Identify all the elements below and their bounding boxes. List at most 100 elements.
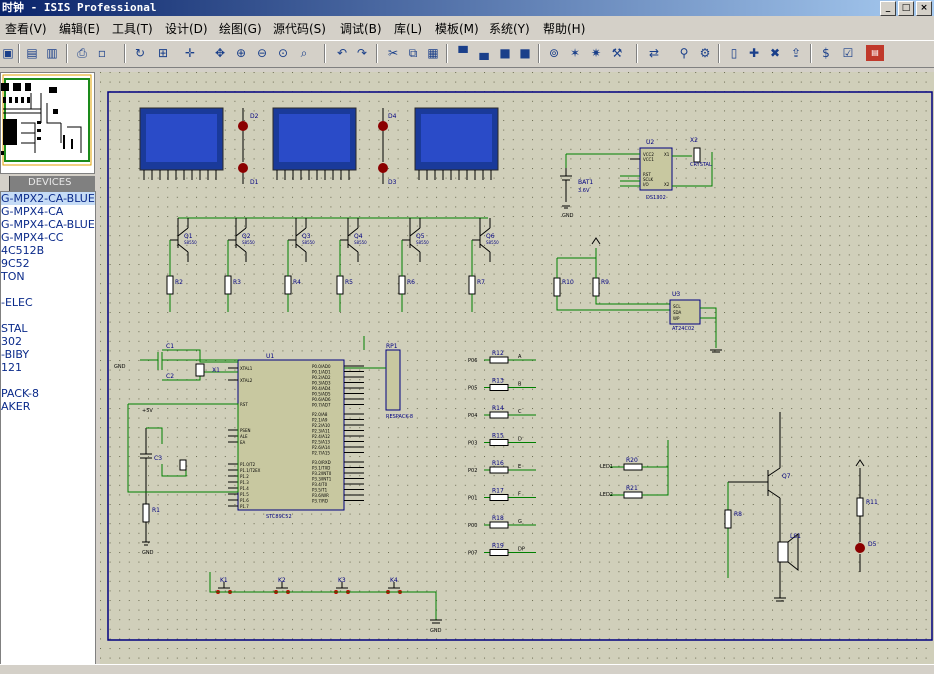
list-item[interactable]: 302 xyxy=(1,335,22,348)
led-d2[interactable]: D2 D1 xyxy=(238,108,259,186)
new-sheet-icon[interactable]: ▯ xyxy=(730,46,738,60)
led-d5[interactable]: R11 D5 xyxy=(855,459,878,572)
r20-resistor[interactable]: R20 LED1 xyxy=(600,440,669,471)
property-tool-icon[interactable]: ⚙ xyxy=(699,46,711,60)
remove-sheet-icon[interactable]: ✖ xyxy=(769,46,781,60)
resistor-r3[interactable]: R3 xyxy=(224,240,241,312)
origin-icon[interactable]: ✛ xyxy=(184,46,196,60)
u1-mcu[interactable]: U1 STC89C52 XTAL1XTAL2RSTPSENALEEAP1.0/T… xyxy=(228,353,364,520)
r21-resistor[interactable]: R21 LED2 xyxy=(600,467,669,499)
menu-template[interactable]: 模板(M) xyxy=(435,22,479,36)
block-copy-icon[interactable]: ▀ xyxy=(458,46,468,60)
erc-icon[interactable]: ☑ xyxy=(842,46,854,60)
u2-ds1302[interactable]: U2 DS1302 VCC2 VCC1 RST SCLK I/O X1 X2 xyxy=(565,139,713,201)
export-icon[interactable]: ▥ xyxy=(46,46,58,60)
add-sheet-icon[interactable]: ✚ xyxy=(748,46,760,60)
led-d4[interactable]: D4 D3 xyxy=(378,108,397,186)
list-item[interactable]: AKER xyxy=(1,400,31,413)
resistor-r2[interactable]: R2 xyxy=(166,240,183,312)
bom-icon[interactable]: $ xyxy=(822,46,830,60)
package-icon[interactable]: ✷ xyxy=(590,46,602,60)
menu-edit[interactable]: 编辑(E) xyxy=(59,22,100,36)
zoom-in-icon[interactable]: ⊕ xyxy=(235,46,247,60)
lcd-display-2[interactable] xyxy=(272,107,357,180)
list-item[interactable]: STAL xyxy=(1,322,28,335)
menu-design[interactable]: 设计(D) xyxy=(165,22,208,36)
undo-icon[interactable]: ↶ xyxy=(336,46,348,60)
list-item[interactable] xyxy=(1,283,95,296)
decompose-icon[interactable]: ⚒ xyxy=(611,46,623,60)
devices-list[interactable]: G-MPX2-CA-BLUE G-MPX4-CA G-MPX4-CA-BLUE … xyxy=(0,191,96,666)
resistor-r4[interactable]: R4 xyxy=(284,240,301,312)
lcd-display-1[interactable] xyxy=(139,107,224,180)
reset-circuit[interactable]: C3 R1 GND +5V xyxy=(127,403,239,556)
lcd-display-3[interactable] xyxy=(414,107,499,180)
pan-icon[interactable]: ✥ xyxy=(214,46,226,60)
rp1-respack[interactable]: RP1 RESPACK-8 xyxy=(385,343,413,420)
copy-icon[interactable]: ⧉ xyxy=(408,46,418,60)
list-item[interactable]: 9C52 xyxy=(1,257,30,270)
refresh-icon[interactable]: ↻ xyxy=(134,46,146,60)
list-item[interactable]: -ELEC xyxy=(1,296,33,309)
block-delete-icon[interactable]: ■ xyxy=(519,46,531,60)
ls1-speaker[interactable]: LS1 xyxy=(774,532,801,602)
crystal-caps-circuit[interactable]: C1 C2 X1 GND xyxy=(114,343,238,381)
ares-icon[interactable]: ▤ xyxy=(866,45,884,61)
list-item[interactable] xyxy=(1,309,95,322)
maximize-button[interactable]: □ xyxy=(898,1,914,16)
import-icon[interactable]: ▤ xyxy=(26,46,38,60)
zoom-all-icon[interactable]: ⊙ xyxy=(277,46,289,60)
zoom-area-icon[interactable]: ⌕ xyxy=(300,46,308,60)
make-device-icon[interactable]: ✶ xyxy=(569,46,581,60)
battery-bat1[interactable]: BAT1 3.6V GND xyxy=(560,168,593,219)
zoom-out-icon[interactable]: ⊖ xyxy=(256,46,268,60)
list-item[interactable]: 121 xyxy=(1,361,22,374)
list-item[interactable]: G-MPX4-CA-BLUE xyxy=(1,218,95,231)
list-item[interactable] xyxy=(1,374,95,387)
u3-at24c02[interactable]: U3 AT24C02 SCL SDA WP xyxy=(669,291,722,353)
block-move-icon[interactable]: ▄ xyxy=(479,46,489,60)
list-item[interactable]: 4C512B xyxy=(1,244,45,257)
goto-sheet-icon[interactable]: ⇪ xyxy=(790,46,802,60)
resistor-r5[interactable]: R5 xyxy=(336,240,353,312)
redo-icon[interactable]: ↷ xyxy=(356,46,368,60)
menu-source[interactable]: 源代码(S) xyxy=(273,22,326,36)
list-item[interactable]: TON xyxy=(1,270,25,283)
list-item[interactable]: -BIBY xyxy=(1,348,30,361)
cut-icon[interactable]: ✂ xyxy=(387,46,399,60)
menu-help[interactable]: 帮助(H) xyxy=(543,22,586,36)
block-rotate-icon[interactable]: ■ xyxy=(499,46,511,60)
menu-view[interactable]: 查看(V) xyxy=(5,22,47,36)
menu-library[interactable]: 库(L) xyxy=(394,22,423,36)
grid-icon[interactable]: ⊞ xyxy=(157,46,169,60)
print-area-icon[interactable]: ▫ xyxy=(97,46,107,60)
overview-window[interactable] xyxy=(0,72,95,174)
list-item[interactable]: G-MPX2-CA-BLUE xyxy=(1,192,95,205)
menu-system[interactable]: 系统(Y) xyxy=(489,22,530,36)
list-item[interactable]: PACK-8 xyxy=(1,387,39,400)
x2-crystal[interactable]: X2 CRYSTAL xyxy=(690,137,712,168)
pick-device-button[interactable] xyxy=(0,176,10,191)
print-icon[interactable]: ⎙ xyxy=(77,46,87,60)
resistor-r6[interactable]: R6 xyxy=(398,240,415,312)
menu-debug[interactable]: 调试(B) xyxy=(340,22,382,36)
close-button[interactable]: × xyxy=(916,1,932,16)
key-k3[interactable]: K3 xyxy=(328,577,360,594)
minimize-button[interactable]: _ xyxy=(880,1,896,16)
save-icon[interactable]: ▣ xyxy=(2,46,14,60)
pick-device-icon[interactable]: ⊚ xyxy=(548,46,560,60)
menu-graph[interactable]: 绘图(G) xyxy=(219,22,262,36)
